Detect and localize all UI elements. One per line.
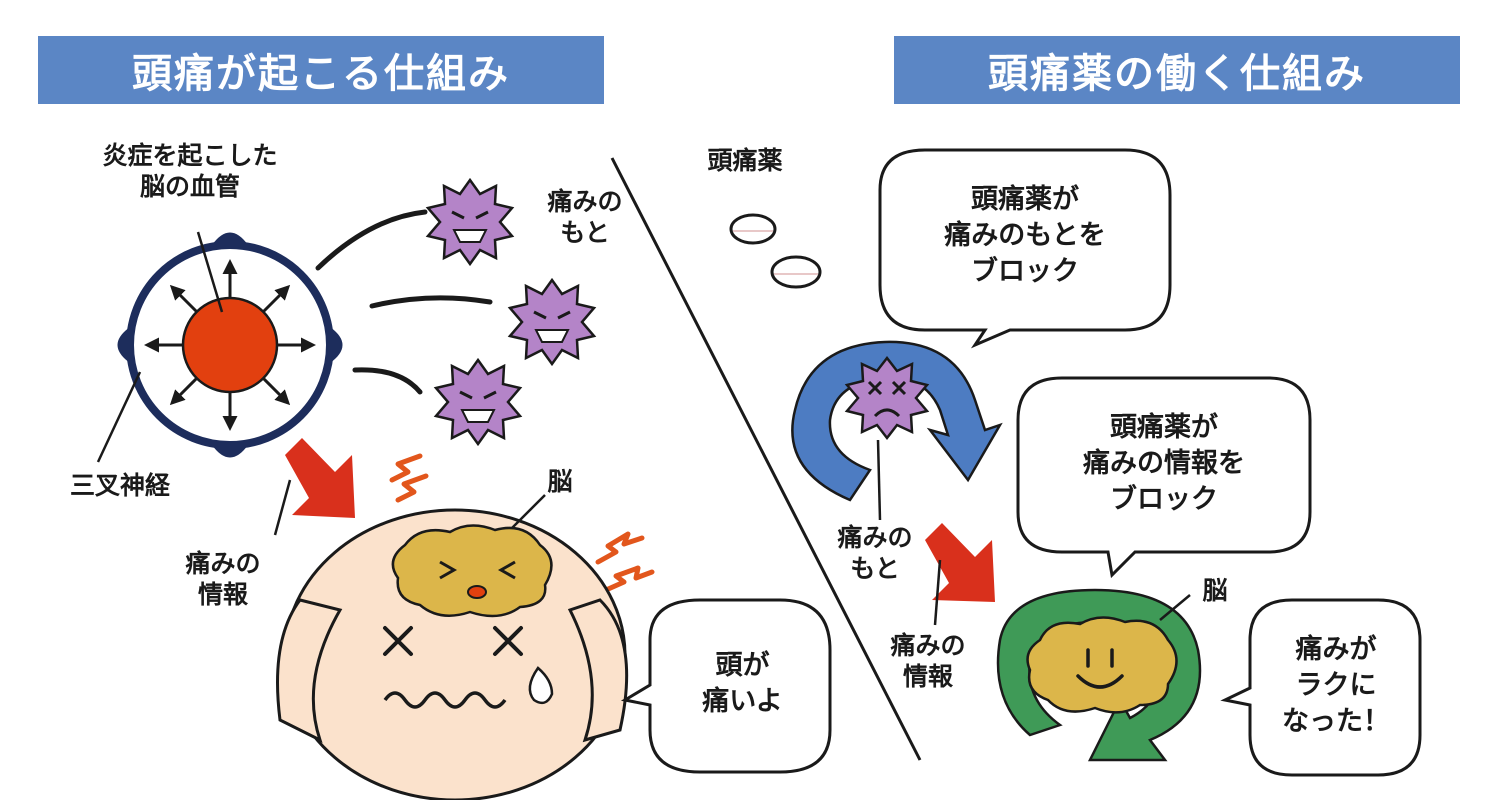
pain-signal-arrow-right <box>925 523 995 602</box>
inflamed-vessel-label: 炎症を起こした 脳の血管 <box>102 141 278 201</box>
trigeminal-nerve-label: 三叉神経 <box>69 471 170 500</box>
pain-squiggle <box>595 531 655 593</box>
pain-info-label-right: 痛みの 情報 <box>890 631 966 691</box>
right-panel-title: 頭痛薬の働く仕組み <box>894 36 1460 104</box>
motion-line <box>315 209 428 271</box>
relief-bubble-text: 痛みが ラクに なった！ <box>1282 634 1390 737</box>
brain-label: 脳 <box>547 467 573 496</box>
medicine-label: 頭痛薬 <box>707 146 783 175</box>
pain-source-label: 痛みの もと <box>547 187 623 247</box>
inflamed-vessel <box>181 296 279 394</box>
pain-source-germ <box>425 177 515 267</box>
speech-bubble-relief <box>1220 598 1422 777</box>
happy-brain <box>1026 616 1178 714</box>
blue-block-arrow <box>791 340 1003 502</box>
headache-bubble-text: 頭が 痛いよ <box>702 650 783 717</box>
brain-label-right: 脳 <box>1202 576 1228 605</box>
pill <box>770 255 822 289</box>
motion-line <box>369 295 493 309</box>
nerve-ring <box>117 232 343 458</box>
pain-info-pointer-line-right <box>933 559 942 626</box>
pain-info-label: 痛みの 情報 <box>185 549 261 609</box>
panel-divider <box>610 157 922 761</box>
swelling-arrows <box>144 259 316 431</box>
pain-info-pointer-line <box>273 479 292 536</box>
pill <box>729 213 777 245</box>
pain-source-germ <box>433 357 523 447</box>
blocked-germ <box>844 355 930 441</box>
block-info-bubble-text: 頭痛薬が 痛みの情報を ブロック <box>1083 412 1245 515</box>
speech-bubble-block-source <box>878 148 1172 349</box>
brain <box>391 524 553 618</box>
pain-source-pointer-line <box>876 439 882 521</box>
speech-bubble-headache <box>620 598 832 774</box>
motion-line <box>352 367 423 395</box>
vessel-pointer-line <box>196 231 224 313</box>
sweat-drop <box>528 666 554 705</box>
dizzy-eyes <box>383 626 523 656</box>
pain-source-label-right: 痛みの もと <box>837 523 913 583</box>
brain-pointer-line-right <box>1159 594 1191 621</box>
nerve-pointer-line <box>96 371 142 463</box>
brain-pointer-line <box>511 494 546 529</box>
pain-source-germ <box>507 277 597 367</box>
pain-signal-arrow <box>285 438 355 518</box>
speech-bubble-block-info <box>1016 376 1312 579</box>
wavy-mouth <box>383 691 507 709</box>
pain-squiggle <box>389 453 429 503</box>
left-panel-title: 頭痛が起こる仕組み <box>38 36 604 104</box>
block-source-bubble-text: 頭痛薬が 痛みのもとを ブロック <box>944 184 1106 287</box>
